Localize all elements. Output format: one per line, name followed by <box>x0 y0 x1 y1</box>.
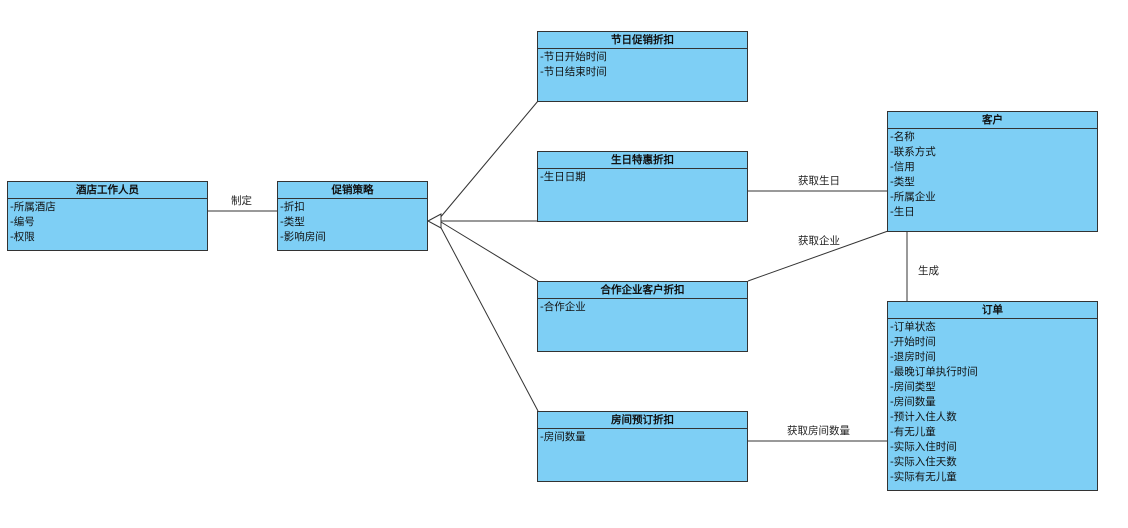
gen-corp <box>440 221 539 282</box>
attribute: -房间数量 <box>890 396 936 408</box>
gen-room <box>438 223 539 412</box>
attribute: -退房时间 <box>890 351 936 363</box>
attribute: -生日 <box>890 206 915 218</box>
class-customer[interactable]: 客户 -名称 -联系方式 -信用 -类型 -所属企业 -生日 <box>887 111 1098 232</box>
attribute: -节日结束时间 <box>540 66 607 78</box>
attribute: -房间类型 <box>890 381 936 393</box>
attribute: -订单状态 <box>890 321 936 333</box>
class-order[interactable]: 订单 -订单状态 -开始时间 -退房时间 -最晚订单执行时间 -房间类型 -房间… <box>887 301 1098 491</box>
class-promotion-strategy[interactable]: 促销策略 -折扣 -类型 -影响房间 <box>277 181 428 251</box>
label-get-birthday: 获取生日 <box>798 175 840 187</box>
class-name: 客户 <box>888 112 1097 129</box>
attribute: -合作企业 <box>540 301 586 313</box>
class-name: 房间预订折扣 <box>538 412 747 429</box>
attribute: -所属酒店 <box>10 201 56 213</box>
attribute: -生日日期 <box>540 171 586 183</box>
assoc-company <box>747 230 889 282</box>
attribute: -最晚订单执行时间 <box>890 366 978 378</box>
class-room-booking-discount[interactable]: 房间预订折扣 -房间数量 <box>537 411 748 482</box>
attribute: -名称 <box>890 131 915 143</box>
attribute: -有无儿童 <box>890 426 936 438</box>
class-corporate-discount[interactable]: 合作企业客户折扣 -合作企业 <box>537 281 748 352</box>
attribute: -节日开始时间 <box>540 51 607 63</box>
attribute: -编号 <box>10 216 35 228</box>
class-name: 节日促销折扣 <box>538 32 747 49</box>
class-name: 合作企业客户折扣 <box>538 282 747 299</box>
class-hotel-staff[interactable]: 酒店工作人员 -所属酒店 -编号 -权限 <box>7 181 208 251</box>
attribute: -类型 <box>890 176 915 188</box>
attribute: -影响房间 <box>280 231 326 243</box>
label-get-room-count: 获取房间数量 <box>787 425 850 437</box>
attribute: -折扣 <box>280 201 305 213</box>
class-birthday-discount[interactable]: 生日特惠折扣 -生日日期 <box>537 151 748 222</box>
class-name: 酒店工作人员 <box>8 182 207 199</box>
generalization-arrow <box>426 213 442 229</box>
label-make: 制定 <box>231 195 252 207</box>
class-name: 生日特惠折扣 <box>538 152 747 169</box>
label-generate: 生成 <box>918 265 939 277</box>
attribute: -实际有无儿童 <box>890 471 957 483</box>
class-holiday-discount[interactable]: 节日促销折扣 -节日开始时间 -节日结束时间 <box>537 31 748 102</box>
attribute: -房间数量 <box>540 431 586 443</box>
attribute: -所属企业 <box>890 191 936 203</box>
gen-holiday <box>438 100 539 220</box>
attribute: -开始时间 <box>890 336 936 348</box>
label-get-company: 获取企业 <box>798 235 840 247</box>
attribute: -类型 <box>280 216 305 228</box>
attribute: -联系方式 <box>890 146 936 158</box>
attribute: -权限 <box>10 231 35 243</box>
attribute: -实际入住时间 <box>890 441 957 453</box>
class-name: 订单 <box>888 302 1097 319</box>
attribute: -信用 <box>890 161 915 173</box>
attribute: -实际入住天数 <box>890 456 957 468</box>
class-name: 促销策略 <box>278 182 427 199</box>
attribute: -预计入住人数 <box>890 411 957 423</box>
